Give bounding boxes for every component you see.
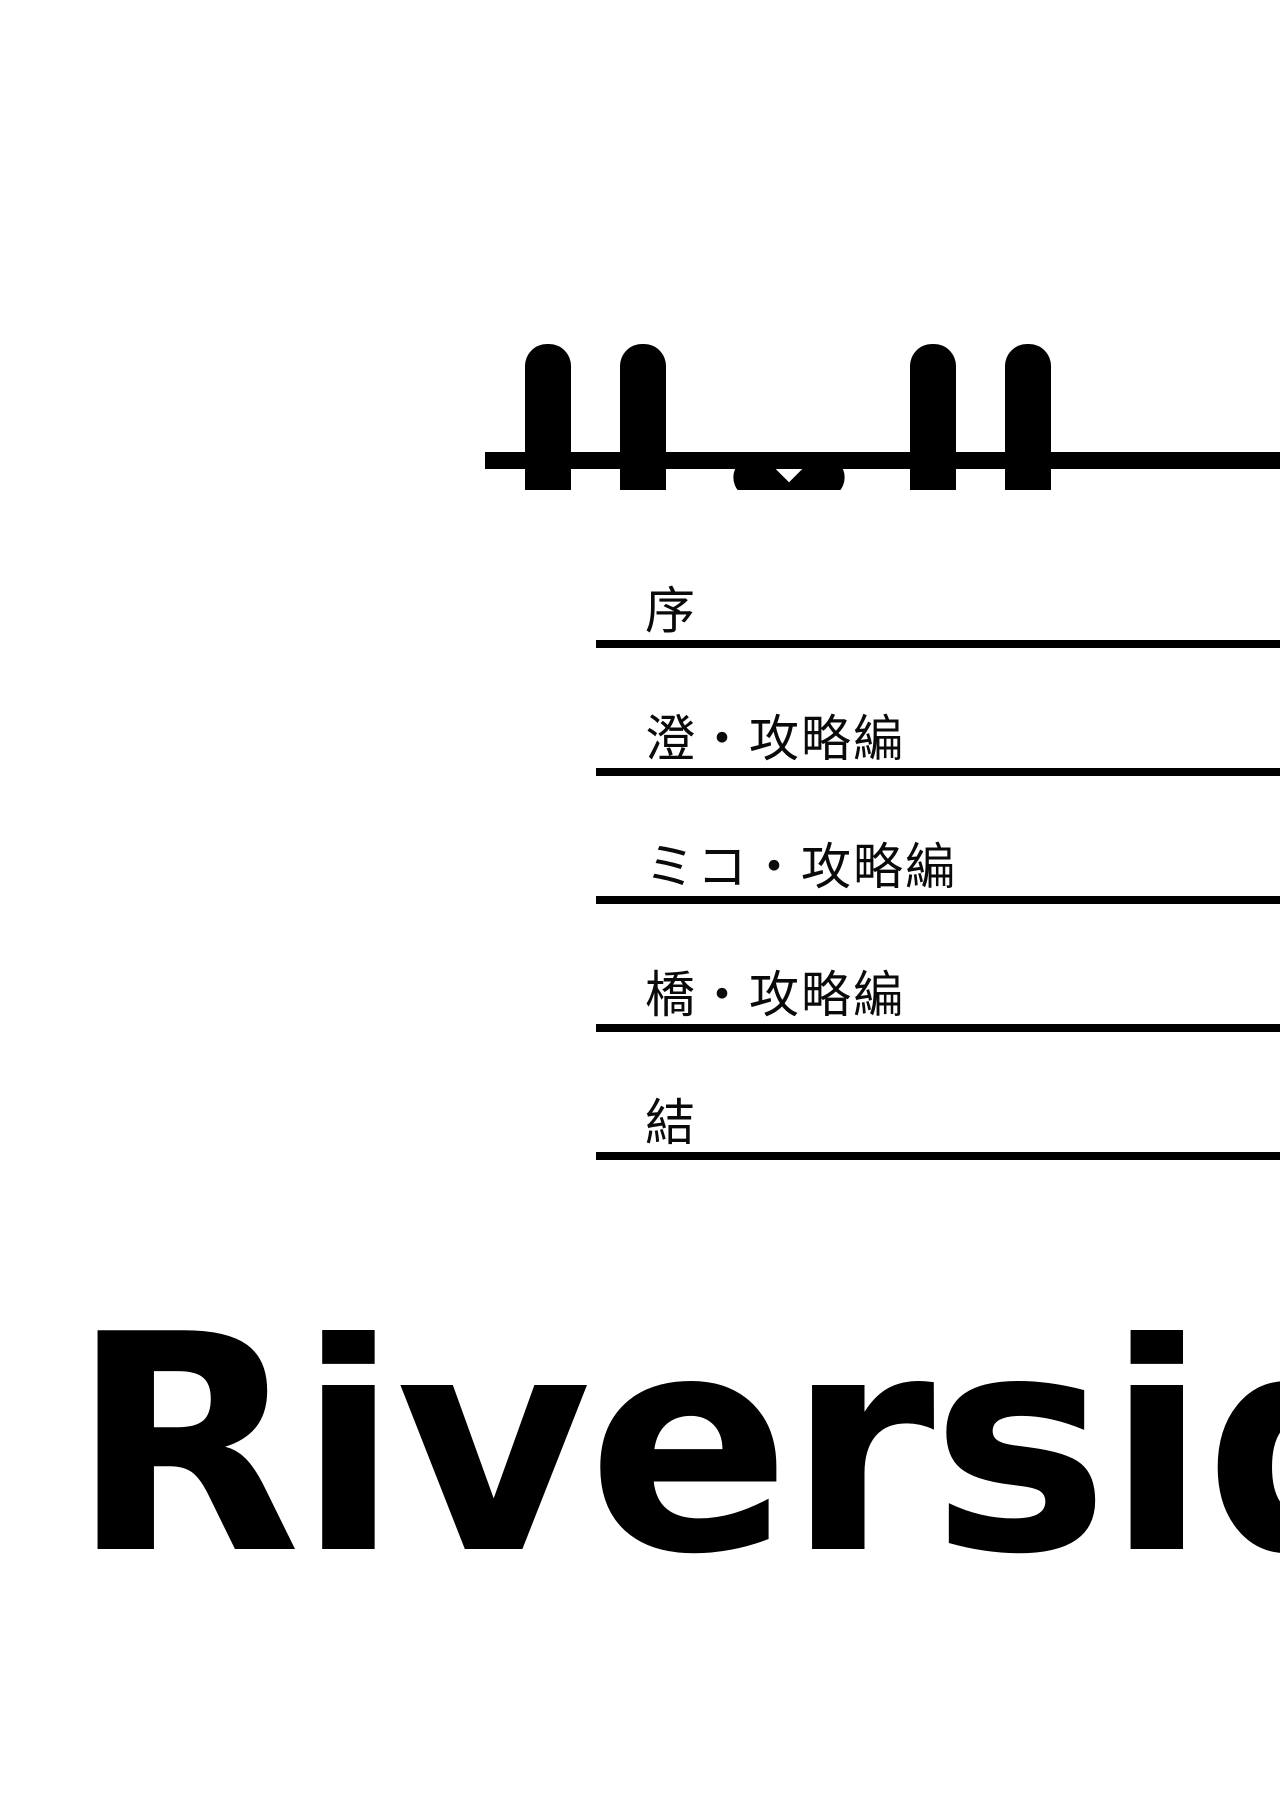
toc-entry-label: 澄・攻略編 — [645, 710, 905, 768]
toc-entry-rule — [596, 1152, 1280, 1160]
toc-entry-label: 結 — [645, 1094, 697, 1152]
toc-entry-rule — [596, 896, 1280, 904]
toc-entry-miko-route[interactable]: ミコ・攻略編 — [0, 776, 1280, 904]
toc-entry-hashi-route[interactable]: 橋・攻略編 — [0, 904, 1280, 1032]
toc-entry-sumi-route[interactable]: 澄・攻略編 — [0, 648, 1280, 776]
title-underline-rule — [485, 452, 1280, 469]
toc-entry-label: ミコ・攻略編 — [645, 838, 957, 896]
toc-entry-prologue[interactable]: 序 — [0, 520, 1280, 648]
title-block: 4x4 — [0, 150, 1280, 490]
toc-entry-label: 橋・攻略編 — [645, 966, 905, 1024]
toc-entry-label: 序 — [645, 582, 697, 640]
toc-entry-epilogue[interactable]: 結 — [0, 1032, 1280, 1160]
toc-entry-rule — [596, 768, 1280, 776]
toc-entry-rule — [596, 640, 1280, 648]
toc-entry-rule — [596, 1024, 1280, 1032]
table-of-contents: 序 澄・攻略編 ミコ・攻略編 橋・攻略編 結 — [0, 520, 1280, 1160]
brand-wordmark: Riverside — [70, 1330, 1280, 1620]
footer-wordmark-area: Riverside — [0, 1330, 1280, 1816]
